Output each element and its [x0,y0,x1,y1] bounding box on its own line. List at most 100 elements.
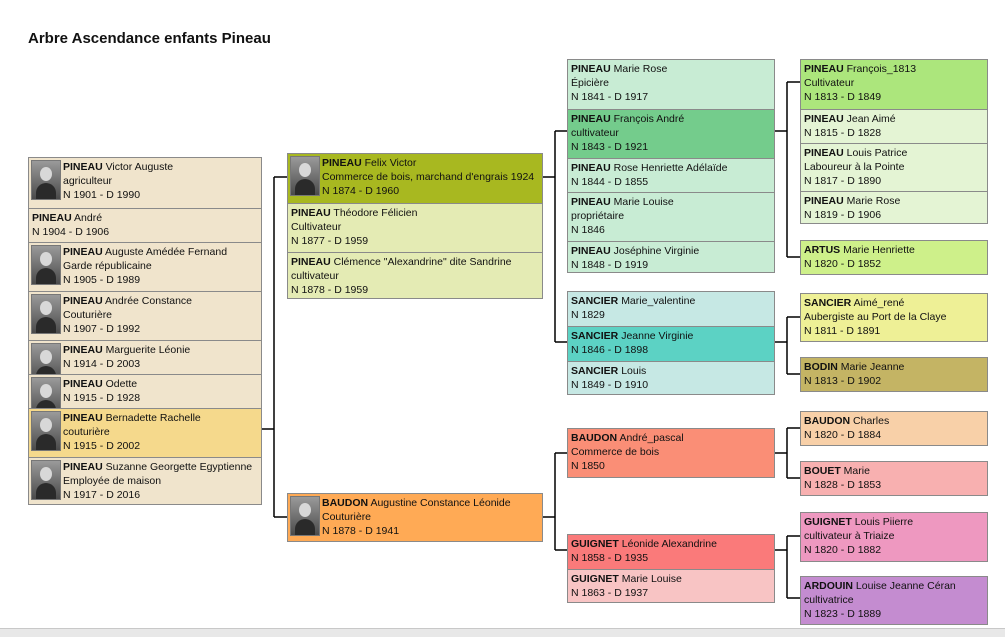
person-surname: SANCIER [571,365,619,377]
person-surname: PINEAU [804,147,844,159]
person-detail: N 1878 - D 1959 [291,284,369,296]
person-detail: N 1823 - D 1889 [804,608,882,620]
person-surname: PINEAU [322,157,362,169]
person-detail: N 1817 - D 1890 [804,175,882,187]
person-given-names: Augustine Constance Léonide [370,497,511,509]
person-name: ARTUS Marie Henriette [804,243,984,257]
person-surname: PINEAU [804,195,844,207]
person-detail: Couturière [63,309,113,321]
person-name: PINEAU Andrée Constance [63,294,258,308]
person-detail: N 1915 - D 1928 [63,392,141,404]
person-given-names: Marie Rose [613,63,668,75]
person-entry[interactable]: PINEAU Clémence "Alexandrine" dite Sandr… [288,252,542,300]
person-name: PINEAU Odette [63,377,258,391]
person-given-names: André_pascal [619,432,684,444]
person-name: PINEAU Marie Rose [571,62,771,76]
person-detail: N 1848 - D 1919 [571,259,649,271]
person-detail: N 1813 - D 1902 [804,375,882,387]
person-given-names: Marguerite Léonie [105,344,191,356]
person-name: GUIGNET Louis Piierre [804,515,984,529]
person-surname: SANCIER [571,295,619,307]
person-detail: cultivateur [571,127,619,139]
person-name: PINEAU Marguerite Léonie [63,343,258,357]
person-given-names: Victor Auguste [105,161,174,173]
person-surname: ARTUS [804,244,841,256]
person-given-names: Charles [853,415,890,427]
person-name: GUIGNET Marie Louise [571,572,771,586]
person-given-names: Louis Piierre [854,516,914,528]
person-given-names: Théodore Félicien [333,207,418,219]
person-given-names: Louise Jeanne Céran [855,580,956,592]
person-detail: N 1858 - D 1935 [571,552,649,564]
horizontal-scrollbar[interactable] [0,628,1005,637]
person-surname: PINEAU [32,212,72,224]
person-given-names: Jeanne Virginie [621,330,694,342]
person-detail: N 1811 - D 1891 [804,325,881,337]
person-given-names: Suzanne Georgette Egyptienne [105,461,253,473]
person-detail: propriétaire [571,210,625,222]
person-name: SANCIER Aimé_rené [804,296,984,310]
person-detail: N 1819 - D 1906 [804,209,882,221]
person-given-names: Marie Louise [613,196,674,208]
person-surname: PINEAU [63,412,103,424]
person-detail: N 1877 - D 1959 [291,235,369,247]
person-detail: N 1815 - D 1828 [804,127,882,139]
person-detail: N 1828 - D 1853 [804,479,882,491]
person-name: PINEAU Théodore Félicien [291,206,539,220]
person-detail: N 1820 - D 1852 [804,258,882,270]
person-name: BODIN Marie Jeanne [804,360,984,374]
person-detail: cultivateur à Triaize [804,530,895,542]
person-given-names: Felix Victor [364,157,417,169]
person-surname: SANCIER [804,297,852,309]
person-name: PINEAU François_1813 [804,62,984,76]
person-detail: N 1846 - D 1898 [571,344,649,356]
person-name: BAUDON Augustine Constance Léonide [322,496,539,510]
person-name: PINEAU Clémence "Alexandrine" dite Sandr… [291,255,539,269]
person-detail: Employée de maison [63,475,162,487]
portrait-photo [31,460,61,500]
person-surname: PINEAU [63,378,103,390]
person-detail: couturière [63,426,110,438]
person-detail: N 1915 - D 2002 [63,440,141,452]
